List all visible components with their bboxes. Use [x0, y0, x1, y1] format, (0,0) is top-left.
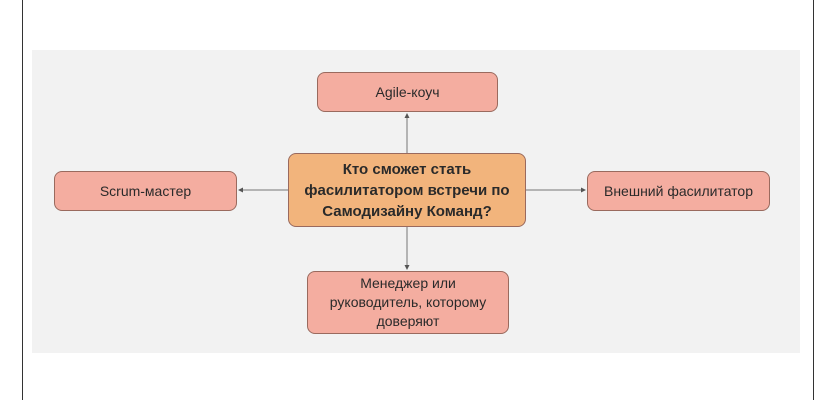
node-agile-coach: Agile-коуч: [317, 72, 498, 112]
node-label: Внешний фасилитатор: [603, 182, 754, 199]
node-label: Менеджер или руководитель, которому дове…: [329, 275, 487, 329]
center-node: Кто сможет стать фасилитатором встречи п…: [288, 153, 526, 227]
node-external-facilitator: Внешний фасилитатор: [587, 171, 770, 211]
center-node-label: Кто сможет стать фасилитатором встречи п…: [304, 160, 510, 220]
node-manager: Менеджер или руководитель, которому дове…: [307, 271, 509, 334]
node-label: Agile-коуч: [375, 83, 440, 100]
node-label: Scrum-мастер: [99, 182, 192, 199]
page-border-left: [22, 0, 23, 400]
node-scrum-master: Scrum-мастер: [54, 171, 237, 211]
page-border-right: [813, 0, 814, 400]
